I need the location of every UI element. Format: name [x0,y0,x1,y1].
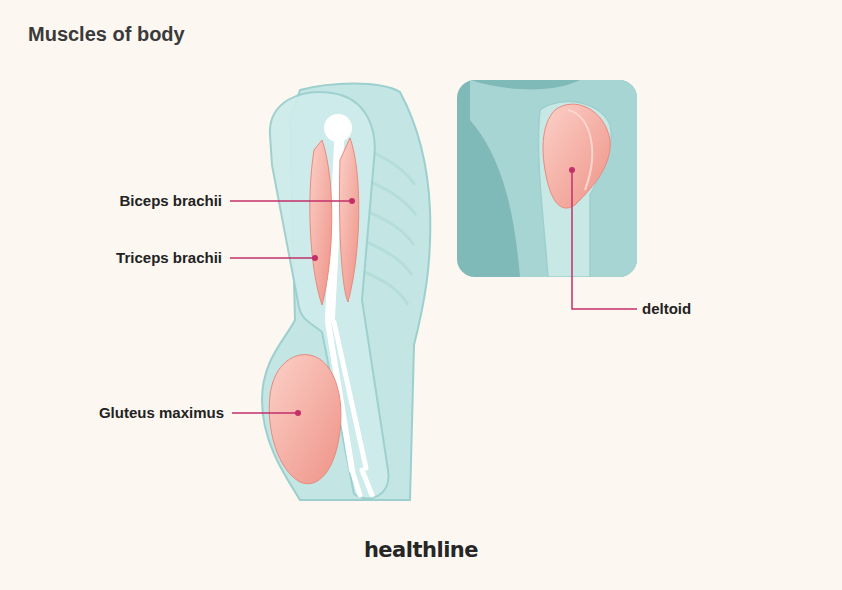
muscle-label-box: Gluteus maximus [99,404,224,422]
muscle-label-box: deltoid [642,300,691,318]
muscle-label-box: Biceps brachii [119,192,222,210]
diagram-title: Muscles of body [28,23,185,45]
muscle-label-box: Triceps brachii [116,249,222,267]
muscle-label: Triceps brachii [116,249,222,266]
muscle-label: Gluteus maximus [99,404,224,421]
leader-lines [230,170,637,413]
brand-watermark-box: healthline [0,537,842,563]
muscle-label: Biceps brachii [119,192,222,209]
shoulder-inset [457,80,637,277]
diagram-title-box: Muscles of body [28,21,185,47]
body-figure [262,84,430,501]
leader-dots [295,167,575,416]
brand-watermark: healthline [364,538,478,562]
muscle-label: deltoid [642,300,691,317]
